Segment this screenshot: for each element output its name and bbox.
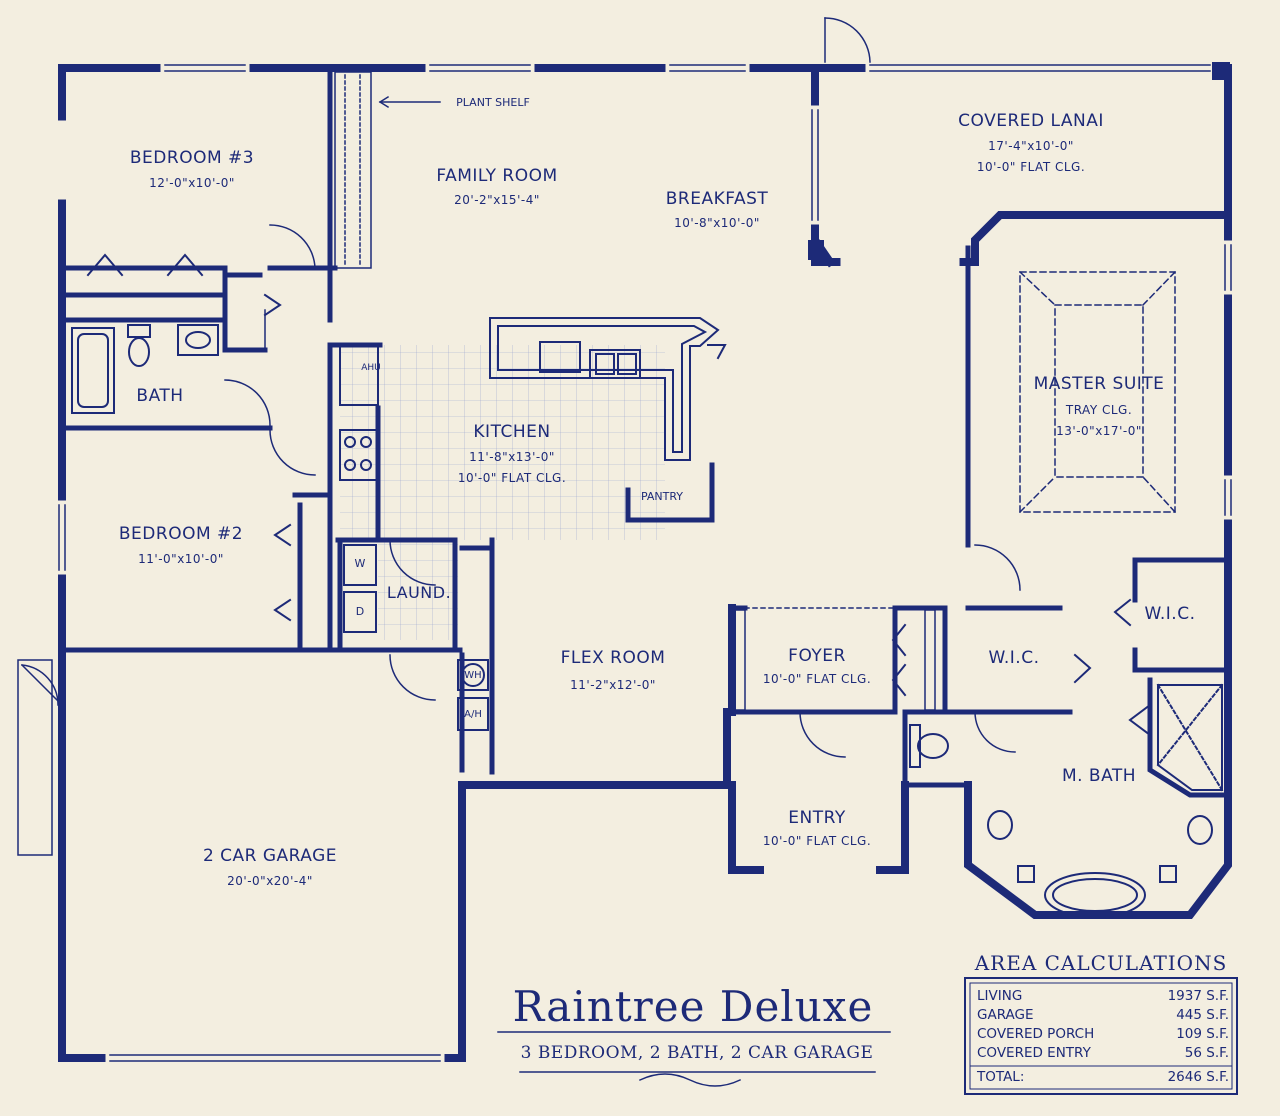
breakfast-name: BREAKFAST [665,189,769,209]
plant-shelf-label: PLANT SHELF [456,96,530,109]
wic-name-1: W.I.C. [988,648,1040,668]
flex-room-name: FLEX ROOM [560,648,666,668]
stove [339,344,379,481]
pantry-label: PANTRY [640,490,684,503]
family-room-name: FAMILY ROOM [436,166,558,186]
master-suite-dims: 13'-0"x17'-0" [1056,424,1142,438]
foyer-name: FOYER [788,646,846,666]
entry-ceiling: 10'-0" FLAT CLG. [762,834,872,848]
air-handler-label: A/H [464,709,482,720]
window-sills [58,64,1232,1062]
tray-ceiling [1018,270,1177,514]
area-value: 445 S.F. [1176,1007,1229,1023]
kitchen-ceiling: 10'-0" FLAT CLG. [457,471,567,485]
closet-doors [86,253,1152,737]
breakfast-dims: 10'-8"x10'-0" [674,216,760,230]
interior-walls [59,67,1231,798]
laundry-name: LAUND. [386,583,452,602]
kitchen-name: KITCHEN [473,422,551,442]
water-heater-label: WH [464,670,482,681]
washer-dryer [343,544,489,731]
lanai-ceiling: 10'-0" FLAT CLG. [976,160,1086,174]
area-value: 56 S.F. [1184,1045,1229,1061]
garage-name: 2 CAR GARAGE [202,846,338,866]
dryer-label: D [355,605,365,618]
bedroom2-dims: 11'-0"x10'-0" [138,552,224,566]
lanai-name: COVERED LANAI [958,111,1104,131]
hall-bath-fixtures [71,324,219,414]
family-room-dims: 20'-2"x15'-4" [454,193,540,207]
master-bath-fixtures [909,683,1224,918]
area-label: COVERED PORCH [977,1026,1095,1042]
master-bath-name: M. BATH [1061,766,1137,786]
entry-name: ENTRY [788,808,846,828]
door-swings [17,17,1021,856]
area-label: COVERED ENTRY [977,1045,1091,1061]
windows [57,63,1233,1063]
garage-dims: 20'-0"x20'-4" [227,874,313,888]
kitchen-counter [489,317,727,461]
area-value: 109 S.F. [1176,1026,1229,1042]
foyer-ceiling: 10'-0" FLAT CLG. [762,672,872,686]
area-calculations-heading: AREA CALCULATIONS [974,951,1228,975]
plan-subtitle: 3 BEDROOM, 2 BATH, 2 CAR GARAGE [520,1043,874,1063]
plant-shelf [334,71,441,269]
area-calculations-table: LIVING 1937 S.F. GARAGE 445 S.F. COVERED P… [965,978,1237,1094]
bath-name: BATH [136,386,184,406]
master-suite-ceiling: TRAY CLG. [1065,403,1133,417]
lanai-dims: 17'-4"x10'-0" [988,139,1074,153]
ahu-label: AHU [361,363,381,373]
area-label: GARAGE [977,1007,1034,1023]
area-label: LIVING [977,988,1023,1004]
bedroom2-name: BEDROOM #2 [118,524,244,544]
kitchen-dims: 11'-8"x13'-0" [469,450,555,464]
exterior-walls [58,64,1232,1062]
washer-label: W [354,557,366,570]
bedroom3-name: BEDROOM #3 [129,148,255,168]
area-total-label: TOTAL: [977,1069,1025,1085]
bedroom3-dims: 12'-0"x10'-0" [149,176,235,190]
plan-title: Raintree Deluxe [512,982,874,1031]
master-suite-name: MASTER SUITE [1033,374,1165,394]
wic-name-2: W.I.C. [1144,604,1196,624]
area-value: 1937 S.F. [1167,988,1229,1004]
kitchen-tile-floor [340,345,665,540]
flex-room-dims: 11'-2"x12'-0" [570,678,656,692]
laundry-tile-floor [378,540,458,640]
area-total-value: 2646 S.F. [1167,1069,1229,1085]
